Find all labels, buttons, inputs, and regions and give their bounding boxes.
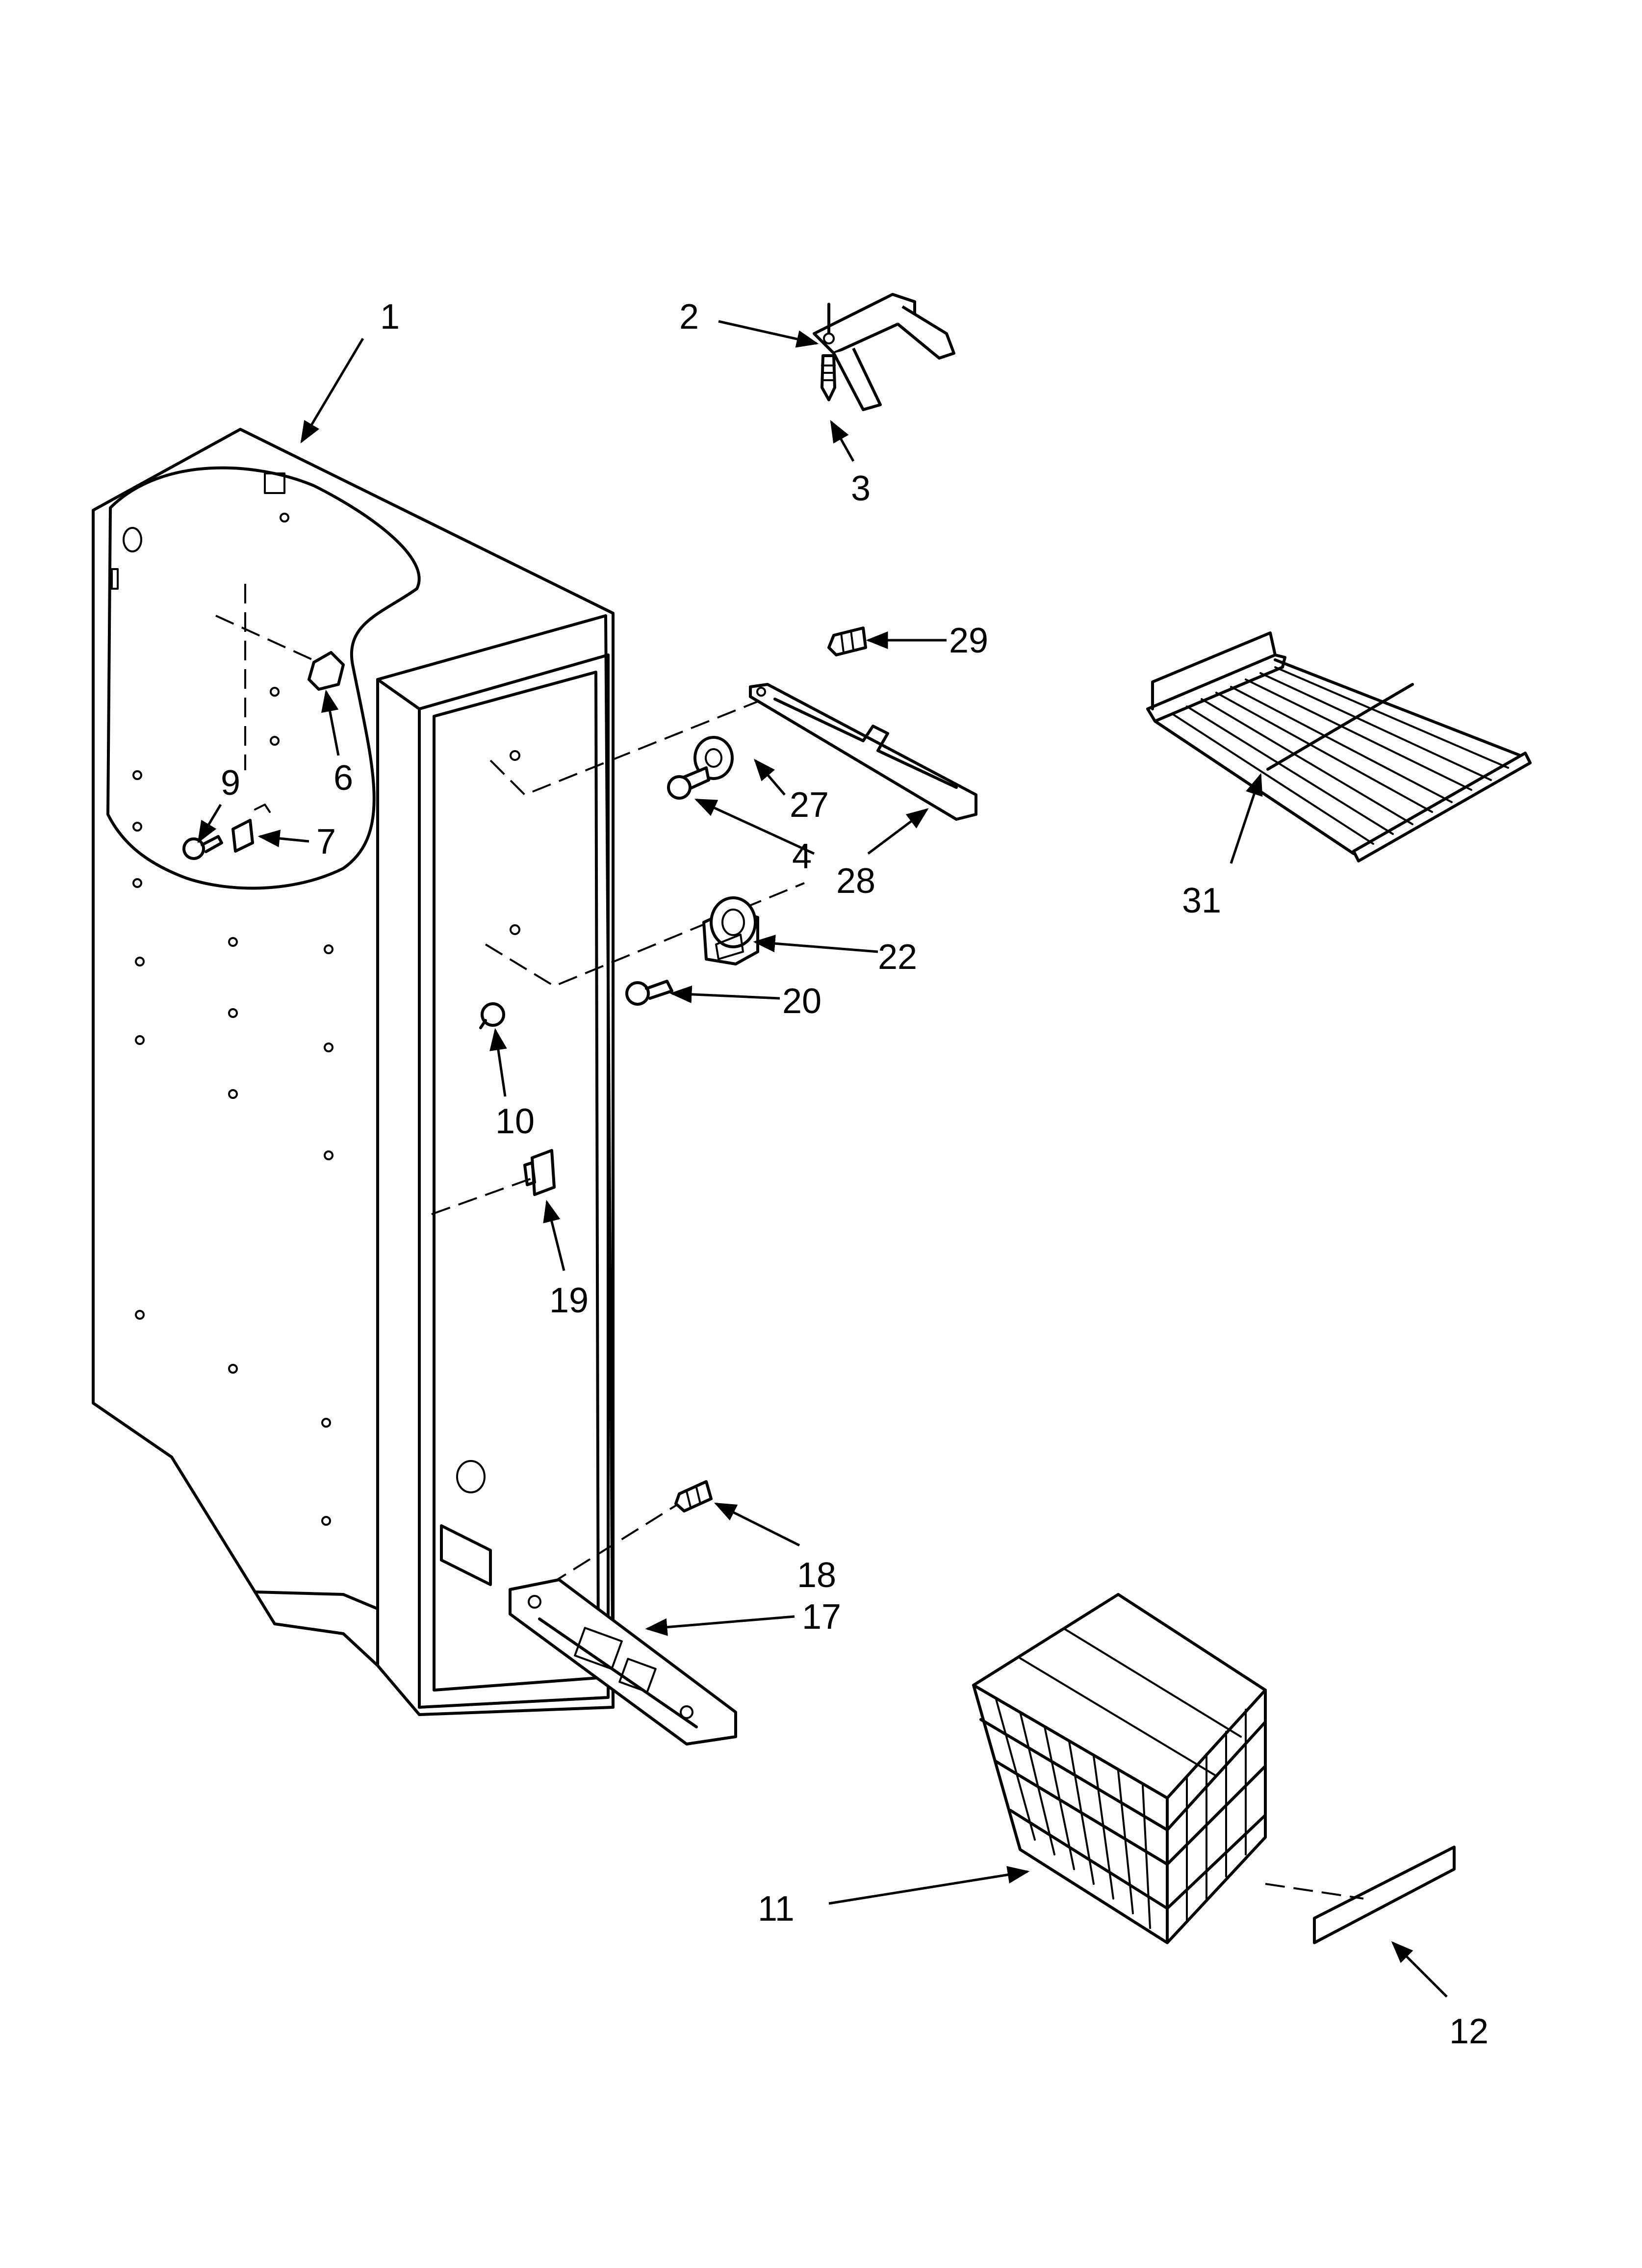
callout-31: 31 <box>1182 881 1221 920</box>
leader-lines <box>197 320 1448 1998</box>
callout-17: 17 <box>802 1597 841 1637</box>
screw-part-9 <box>182 835 223 860</box>
hinge-bracket-part-2 <box>813 293 955 411</box>
callout-12: 12 <box>1449 2012 1488 2051</box>
bolt-part-4 <box>667 766 710 800</box>
callout-1: 1 <box>380 297 400 337</box>
callout-2: 2 <box>679 297 699 337</box>
basket-handle-part-12 <box>1265 1846 1456 1944</box>
rail-part-28 <box>749 683 977 821</box>
wire-basket-part-11 <box>972 1593 1267 1944</box>
screw-part-29 <box>827 626 867 656</box>
callout-22: 20 <box>782 982 821 1021</box>
callout-10: 10 <box>495 1102 535 1141</box>
cabinet-liner <box>92 428 805 1716</box>
screw-part-3 <box>821 354 836 401</box>
callout-18: 18 <box>797 1556 836 1595</box>
callout-labels: 1 2 3 29 27 4 28 22 20 31 6 7 9 10 19 18… <box>221 297 1488 2051</box>
bracket-part-7 <box>231 804 271 853</box>
wire-shelf-part-31 <box>1146 631 1532 862</box>
callout-9: 9 <box>221 763 240 803</box>
base-trim-part-17 <box>509 1578 737 1746</box>
callout-3: 3 <box>851 469 871 508</box>
mounting-holes <box>132 513 520 1526</box>
callout-27: 22 <box>878 938 917 977</box>
switch-part-19 <box>523 1149 556 1196</box>
callout-20: 27 <box>790 785 829 825</box>
callout-19: 19 <box>549 1281 589 1320</box>
callout-11: 11 <box>758 1889 795 1929</box>
screw-part-18 <box>674 1480 713 1512</box>
callout-4: 4 <box>792 837 812 876</box>
callout-7: 7 <box>316 822 336 861</box>
screw-part-22 <box>625 980 673 1006</box>
roller-support-part-27 <box>702 896 759 965</box>
clip-part-6 <box>308 651 345 691</box>
callout-28: 28 <box>836 861 875 901</box>
pin-part-10 <box>479 1002 505 1029</box>
callout-29: 29 <box>949 621 988 660</box>
callout-6: 6 <box>334 758 353 798</box>
